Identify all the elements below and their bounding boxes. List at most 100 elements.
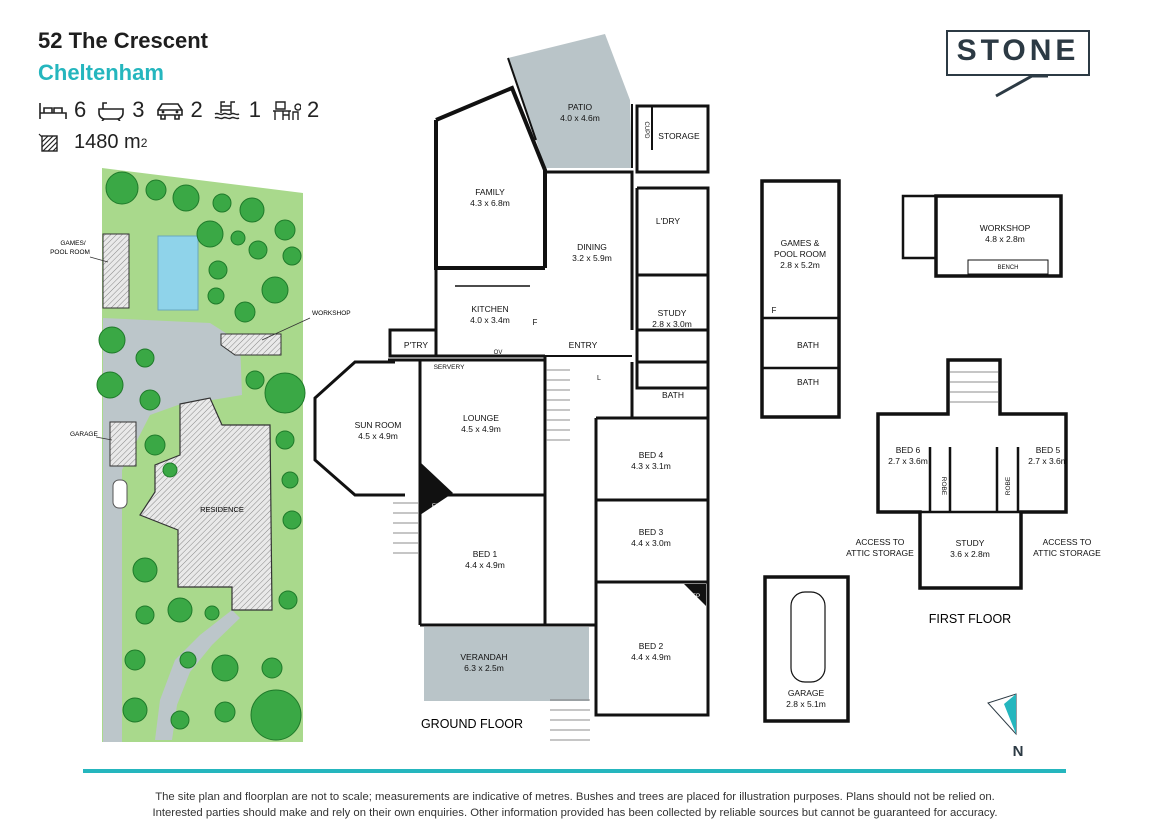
robe-label-right: ROBE [1005,476,1012,495]
stone-logo: STONE [946,30,1094,98]
first-floor-outline [876,358,1068,590]
fp-marker-1: FP [432,503,440,510]
verandah-area [424,627,589,701]
bath-icon [98,102,125,121]
games-pool-room-walls [760,179,841,419]
car-icon [156,103,183,120]
garage-dims: 2.8 x 5.1m [786,699,826,709]
site-label-games-2: POOL ROOM [50,249,90,256]
garage-label: GARAGE [788,688,825,698]
bed4-dims: 4.3 x 3.1m [631,461,671,471]
land-area-value: 1480 m [74,131,141,153]
study-label: STUDY [658,308,687,318]
study-desk-icon [273,101,301,120]
l-marker: L [597,375,601,382]
laundry-label: L'DRY [656,216,680,226]
games-dims: 2.8 x 5.2m [780,260,820,270]
patio-label: PATIO [568,102,593,112]
site-label-residence: RESIDENCE [200,505,244,514]
verandah-dims: 6.3 x 2.5m [464,663,504,673]
site-path [155,610,240,740]
bed4-label: BED 4 [639,450,664,460]
patio-area [508,34,632,168]
property-suburb: Cheltenham [38,60,164,85]
compass-label: N [1013,743,1024,760]
dining-label: DINING [577,242,607,252]
pantry-label: P'TRY [404,340,428,350]
sunroom-dims: 4.5 x 4.9m [358,431,398,441]
study-count: 2 [307,97,320,122]
north-compass-icon: N [987,693,1024,760]
bathroom-count: 3 [132,97,145,122]
bedroom-count: 6 [74,97,87,122]
servery-label: SERVERY [434,364,465,371]
bed5-dims: 2.7 x 3.6m [1028,456,1068,466]
family-dims: 4.3 x 6.8m [470,198,510,208]
bed2-label: BED 2 [639,641,664,651]
room-labels: PATIO 4.0 x 4.6m STORAGE CUPD FAMILY 4.3… [355,102,1102,709]
ground-floor-label: GROUND FLOOR [421,717,523,731]
site-leader-games [89,256,109,263]
parking-count: 2 [190,97,203,122]
f-marker-games: F [772,306,777,315]
first-floor [876,358,1068,590]
attic-left-1: ACCESS TO [856,537,905,547]
site-leader-garage [95,436,113,441]
property-address: 52 The Crescent [38,28,208,53]
bed6-dims: 2.7 x 3.6m [888,456,928,466]
site-car [112,479,128,509]
bed1-dims: 4.4 x 4.9m [465,560,505,570]
site-trees [96,171,306,741]
ground-stairs [393,369,590,741]
logo-frame [946,30,1090,76]
fireplace-1 [420,462,453,515]
bench-label: BENCH [997,265,1018,271]
family-label: FAMILY [475,187,505,197]
land-area-superscript: 2 [140,135,148,150]
kitchen-dims: 4.0 x 3.4m [470,315,510,325]
site-plan: GAMES/ POOL ROOM WORKSHOP GARAGE RESIDEN… [50,168,351,742]
pool-icon [214,101,240,120]
attic-left-2: ATTIC STORAGE [846,548,914,558]
games-label-1: GAMES & [781,238,820,248]
disclaimer-line-1: The site plan and floorplan are not to s… [155,791,995,803]
site-leader-workshop [261,317,311,341]
bed6-label: BED 6 [896,445,921,455]
games-label-2: POOL ROOM [774,249,826,259]
cupd-label: CUPD [643,121,649,139]
outbuildings [760,179,1063,723]
site-workshop [220,333,282,356]
f-marker-kitchen: F [533,318,538,327]
bed3-label: BED 3 [639,527,664,537]
attic-right-1: ACCESS TO [1043,537,1092,547]
entry-label: ENTRY [569,340,598,350]
verandah-label: VERANDAH [460,652,507,662]
fp-marker-2: FP [692,593,700,600]
attic-right-2: ATTIC STORAGE [1033,548,1101,558]
land-area-icon [38,133,58,152]
study2-dims: 3.6 x 2.8m [950,549,990,559]
dining-dims: 3.2 x 5.9m [572,253,612,263]
site-label-garage: GARAGE [70,431,98,438]
ground-floor [313,34,710,741]
bath-label: BATH [662,390,684,400]
workshop-bench [967,259,1049,275]
patio-dims: 4.0 x 4.6m [560,113,600,123]
site-pool [157,235,199,311]
bed-icon [39,103,67,119]
garage-walls [763,575,850,723]
bed2-dims: 4.4 x 4.9m [631,652,671,662]
site-label-workshop: WORKSHOP [312,310,351,317]
ov-marker: OV [494,350,503,356]
disclaimer-line-2: Interested parties should make and rely … [152,807,998,819]
site-residence [139,397,273,611]
lounge-label: LOUNGE [463,413,499,423]
garage-car [790,591,826,683]
logo-text: STONE [956,34,1080,67]
study2-label: STUDY [956,538,985,548]
kitchen-label: KITCHEN [471,304,508,314]
floorplan-drawing: GAMES/ POOL ROOM WORKSHOP GARAGE RESIDEN… [50,34,1102,760]
sunroom-label: SUN ROOM [355,420,402,430]
outbuilding-bath-2: BATH [797,377,819,387]
property-features: 6 3 2 1 2 [38,97,329,123]
